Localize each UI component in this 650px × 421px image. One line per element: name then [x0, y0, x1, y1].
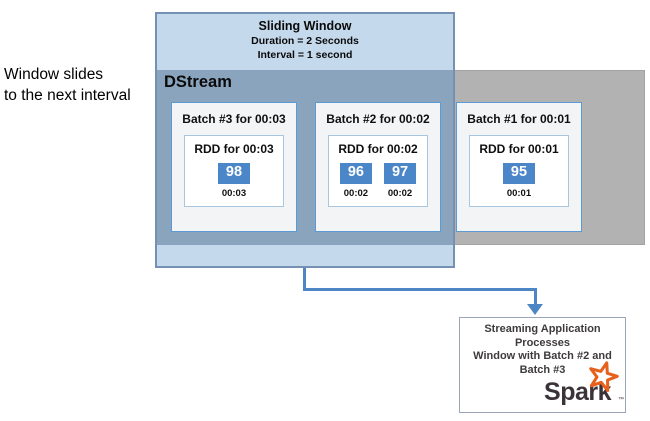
rdd-value-time: 00:02 [387, 188, 413, 199]
batch-2-rdd-title: RDD for 00:02 [338, 142, 418, 156]
rdd-value-chip: 97 [383, 163, 417, 184]
sliding-window-title: Sliding Window [258, 19, 352, 33]
spark-logo: Spark ™ [544, 361, 624, 407]
rdd-value-chip: 98 [217, 163, 251, 184]
rdd-value-chip: 96 [339, 163, 372, 184]
process-text-line: Streaming Application [484, 323, 601, 335]
batch-3-rdd-box: RDD for 00:03 98 00:03 [184, 135, 284, 207]
flow-arrow-segment [303, 268, 306, 291]
spark-trademark: ™ [618, 397, 624, 403]
rdd-value-time: 00:02 [343, 188, 369, 199]
dstream-label: DStream [164, 73, 232, 91]
caption-line: to the next interval [4, 87, 131, 104]
sliding-window-header: Sliding Window Duration = 2 Seconds Inte… [155, 12, 455, 70]
streaming-application-box: Streaming Application Processes Window w… [459, 317, 626, 413]
sliding-window-interval: Interval = 1 second [257, 49, 353, 61]
batch-2-title: Batch #2 for 00:02 [326, 112, 430, 126]
process-text-line: Batch #3 [519, 363, 566, 376]
process-text-line: Processes [514, 336, 571, 349]
batch-3-title: Batch #3 for 00:03 [182, 112, 286, 126]
flow-arrow-segment [303, 288, 537, 291]
spark-star-icon [589, 361, 619, 392]
sliding-window-footer [155, 245, 455, 268]
rdd-value-time: 00:01 [506, 188, 532, 199]
process-text-line: Window with Batch #2 and [473, 350, 612, 362]
batch-1-box: Batch #1 for 00:01 RDD for 00:01 95 00:0… [456, 102, 582, 232]
rdd-value-chip: 95 [502, 163, 536, 184]
flow-arrow-head-icon [527, 304, 543, 315]
batch-2-rdd-box: RDD for 00:02 96 00:02 97 00:02 [328, 135, 428, 207]
batch-1-rdd-title: RDD for 00:01 [479, 142, 559, 156]
sliding-window-duration: Duration = 2 Seconds [251, 35, 359, 47]
batch-2-box: Batch #2 for 00:02 RDD for 00:02 96 00:0… [315, 102, 441, 232]
caption: Window slides to the next interval [4, 64, 131, 106]
batch-3-box: Batch #3 for 00:03 RDD for 00:03 98 00:0… [171, 102, 297, 232]
rdd-value-time: 00:03 [221, 188, 247, 199]
batch-3-rdd-title: RDD for 00:03 [194, 142, 274, 156]
batch-1-title: Batch #1 for 00:01 [467, 112, 571, 126]
caption-line: Window slides [4, 66, 104, 83]
batch-1-rdd-box: RDD for 00:01 95 00:01 [469, 135, 569, 207]
flow-arrow-segment [534, 288, 537, 305]
